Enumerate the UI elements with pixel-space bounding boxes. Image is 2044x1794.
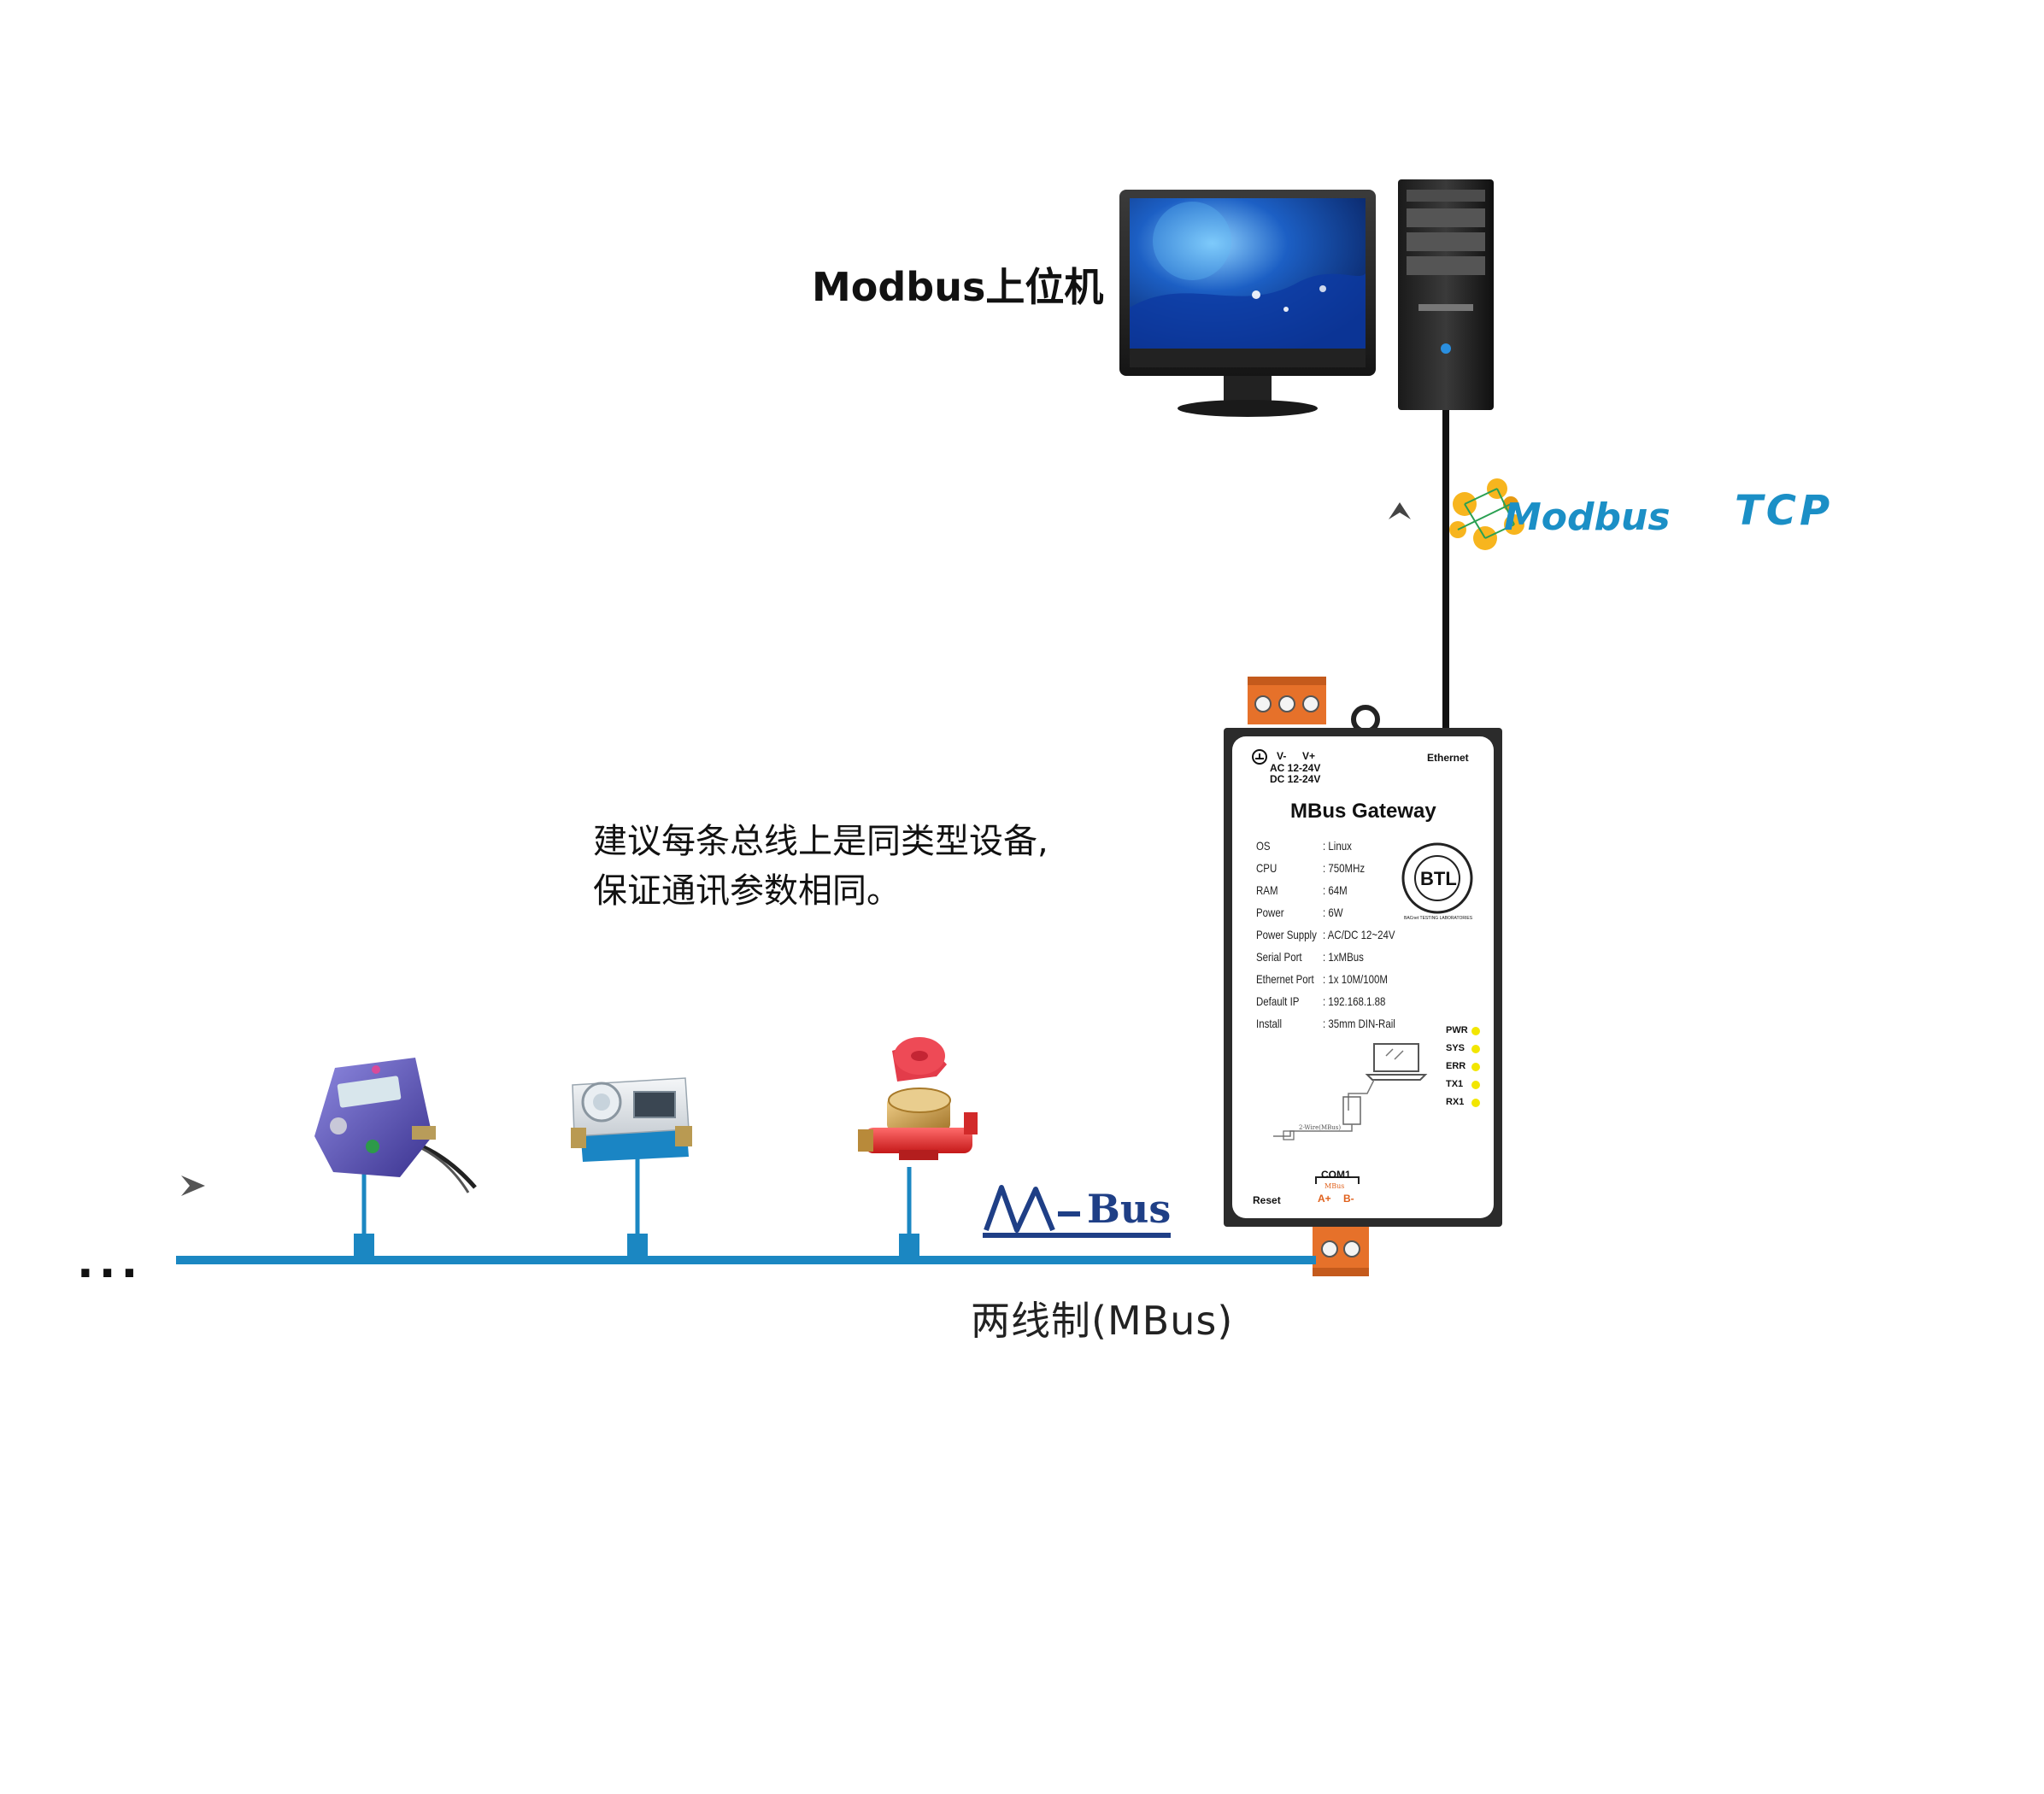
gateway-title: MBus Gateway <box>1290 800 1436 823</box>
power-terminal-block <box>1248 677 1326 724</box>
upstream-arrow-icon <box>1389 502 1411 519</box>
modbus-logo-text: Modbus <box>1504 495 1671 539</box>
terminal-vminus-label: V- <box>1277 750 1287 762</box>
wire-note: 2-Wire(MBus) <box>1299 1124 1342 1131</box>
spec-key: Power Supply <box>1256 928 1317 941</box>
led-label: ERR <box>1446 1061 1466 1071</box>
led-label: TX1 <box>1446 1079 1464 1089</box>
spec-value: : 750MHz <box>1323 861 1366 875</box>
two-wire-bus-label: 两线制(MBus) <box>971 1298 1234 1344</box>
spec-key: CPU <box>1256 861 1278 875</box>
tcp-label: TCP <box>1735 487 1834 535</box>
spec-key: Default IP <box>1256 994 1300 1008</box>
power-dc-label: DC 12-24V <box>1270 773 1321 785</box>
led-indicator-icon <box>1471 1063 1480 1071</box>
mbus-logo-text: Bus <box>1087 1186 1172 1232</box>
btl-cert-mark: BTL <box>1420 868 1457 889</box>
host-computer-label: Modbus上位机 <box>812 264 1104 310</box>
bus-tap-2 <box>627 1157 648 1259</box>
led-label: PWR <box>1446 1025 1468 1035</box>
bus-recommendation-note-line1: 建议每条总线上是同类型设备, <box>593 822 1048 861</box>
reset-button-label: Reset <box>1253 1194 1281 1206</box>
monitor-icon <box>1119 190 1376 417</box>
led-indicator-icon <box>1471 1027 1480 1035</box>
spec-key: Power <box>1256 906 1284 919</box>
ethernet-port-label: Ethernet <box>1427 752 1469 764</box>
mbus-logo-dash <box>1058 1211 1080 1217</box>
spec-value: : 1xMBus <box>1323 950 1364 964</box>
spec-value: : 35mm DIN-Rail <box>1323 1017 1395 1030</box>
spec-value: : 6W <box>1323 906 1343 919</box>
spec-value: : Linux <box>1323 839 1352 853</box>
bus-recommendation-note-line2: 保证通讯参数相同。 <box>593 871 901 911</box>
led-label: SYS <box>1446 1043 1465 1053</box>
spec-value: : 1x 10M/100M <box>1323 972 1388 986</box>
led-indicator-icon <box>1471 1045 1480 1053</box>
smart-water-meter-purple-icon <box>314 1058 477 1193</box>
mechanical-water-meter-red-icon <box>858 1037 978 1160</box>
spec-value: : 64M <box>1323 883 1348 897</box>
com1-sub-label: MBus <box>1324 1182 1345 1190</box>
prepaid-water-meter-blue-icon <box>571 1077 692 1162</box>
spec-key: Install <box>1256 1017 1282 1030</box>
pc-tower-icon <box>1398 179 1494 410</box>
gateway-device <box>1224 728 1502 1227</box>
led-indicator-icon <box>1471 1099 1480 1107</box>
spec-value: : AC/DC 12~24V <box>1323 928 1395 941</box>
spec-key: OS <box>1256 839 1271 853</box>
port-b-minus-label: B- <box>1343 1193 1354 1205</box>
led-label: RX1 <box>1446 1097 1465 1107</box>
btl-cert-ring-text: BACnet TESTING LABORATORIES <box>1404 916 1472 921</box>
led-indicator-icon <box>1471 1081 1480 1089</box>
terminal-vplus-label: V+ <box>1302 750 1316 762</box>
spec-key: RAM <box>1256 883 1278 897</box>
more-devices-ellipsis: ... <box>77 1237 144 1288</box>
com1-label: COM1 <box>1321 1169 1351 1181</box>
mbus-terminal-block <box>1313 1227 1369 1276</box>
spec-key: Serial Port <box>1256 950 1302 964</box>
modbus-molecule-icon <box>1449 478 1524 550</box>
direction-arrow-icon <box>181 1175 205 1196</box>
port-a-plus-label: A+ <box>1318 1193 1331 1205</box>
bus-tap-3 <box>899 1167 919 1259</box>
mounting-hole-icon <box>1351 705 1380 734</box>
power-ac-label: AC 12-24V <box>1270 762 1321 774</box>
spec-key: Ethernet Port <box>1256 972 1314 986</box>
spec-value: : 192.168.1.88 <box>1323 994 1386 1008</box>
mbus-logo-mark-icon <box>984 1185 1055 1233</box>
